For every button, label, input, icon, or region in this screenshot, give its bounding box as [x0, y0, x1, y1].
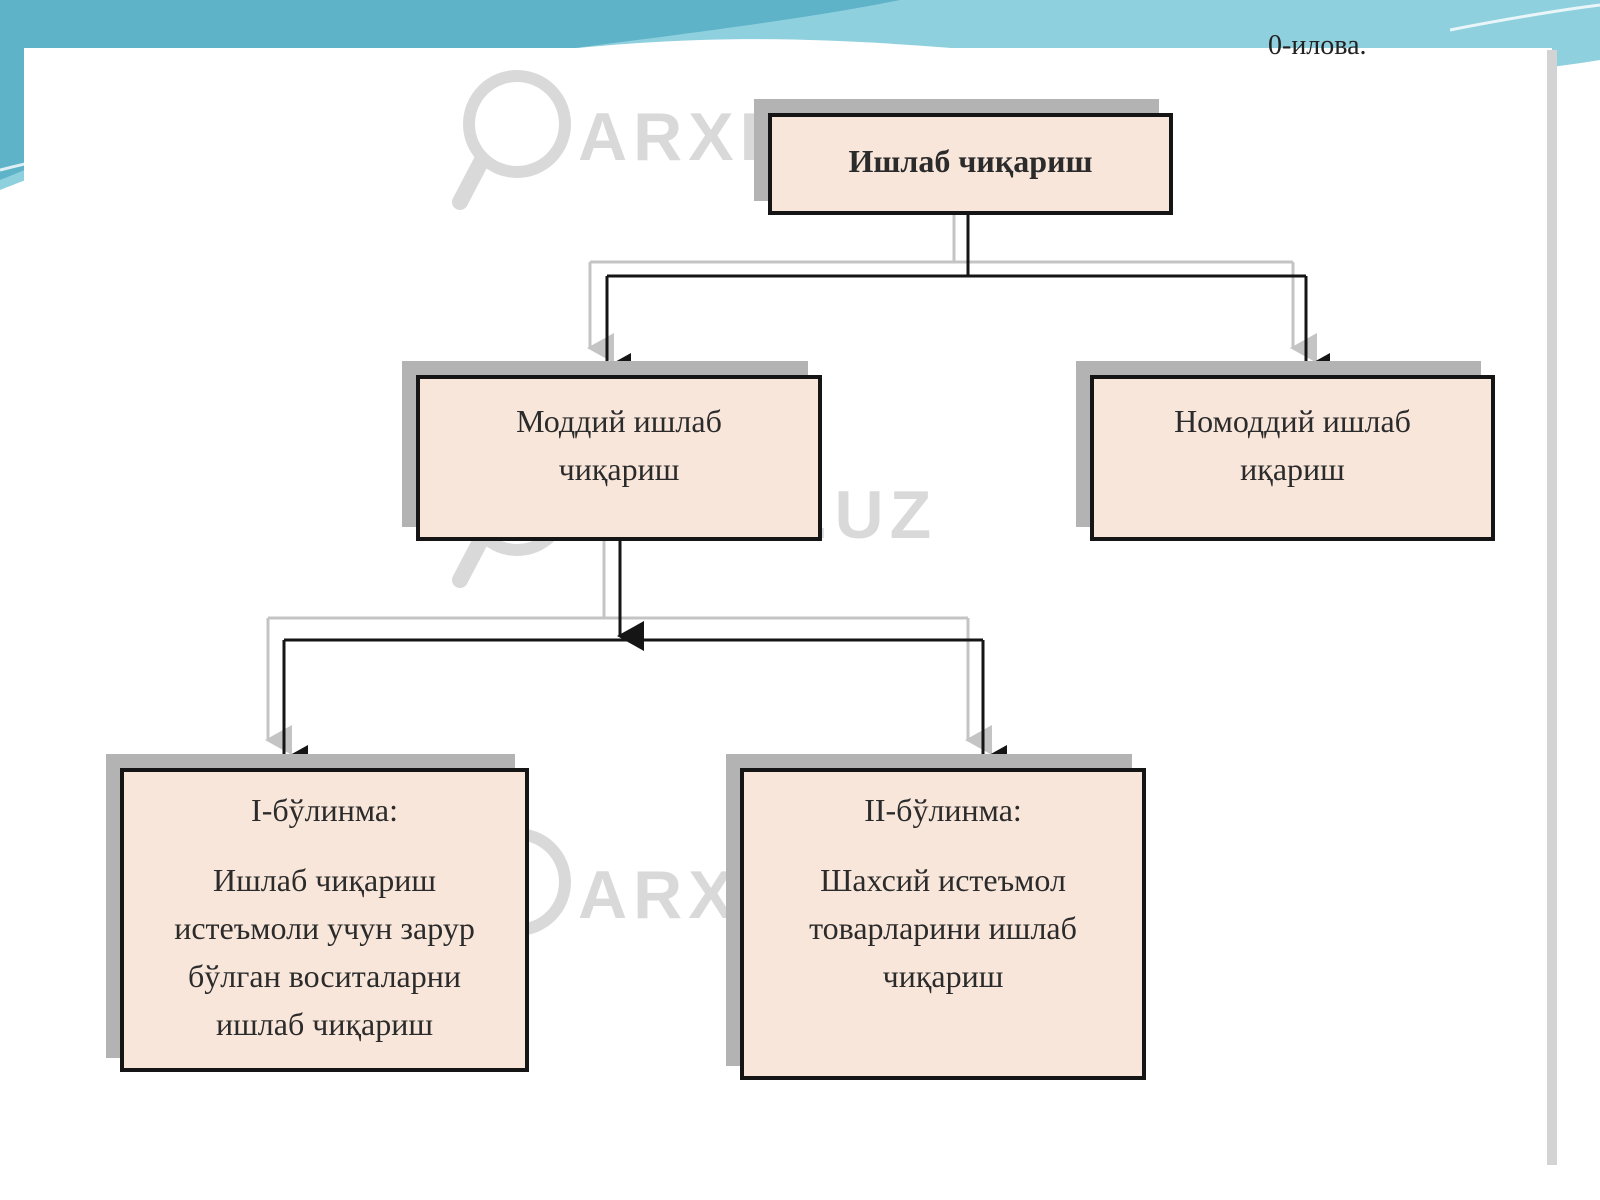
node-label-line: Моддий ишлаб — [516, 403, 722, 439]
slide-corner-caption: 0-илова. — [1268, 30, 1367, 60]
node-material-production: Моддий ишлаб чиқариш — [416, 375, 822, 541]
node-label: Ишлаб чиқариш — [848, 143, 1093, 179]
node-label-line: иқариш — [1240, 451, 1345, 487]
node-title: II-бўлинма: — [864, 792, 1022, 828]
node-nonmaterial-production: Номоддий ишлаб иқариш — [1090, 375, 1495, 541]
node-label-line: истеъмоли учун зарур — [174, 910, 475, 946]
node-label-line: бўлган воситаларни — [188, 958, 461, 994]
connector-root-branch — [607, 215, 1306, 278]
node-label-line: ишлаб чиқариш — [216, 1006, 433, 1042]
node-production: Ишлаб чиқариш — [768, 113, 1173, 215]
connector-shadow — [590, 208, 1293, 264]
node-label-line: Номоддий ишлаб — [1174, 403, 1411, 439]
node-division-one: I-бўлинма: Ишлаб чиқариш истеъмоли учун … — [120, 768, 529, 1072]
node-label-line: Шахсий истеъмол — [820, 862, 1066, 898]
node-label-line: товарларини ишлаб — [809, 910, 1077, 946]
node-label-line: чиқариш — [882, 958, 1004, 994]
node-division-two: II-бўлинма: Шахсий истеъмол товарларини … — [740, 768, 1146, 1080]
slide-edge-shadow — [1547, 50, 1557, 1165]
connector-shadow — [268, 535, 968, 620]
node-label-line: Ишлаб чиқариш — [213, 862, 436, 898]
node-label-line: чиқариш — [558, 451, 680, 487]
node-title: I-бўлинма: — [251, 792, 398, 828]
